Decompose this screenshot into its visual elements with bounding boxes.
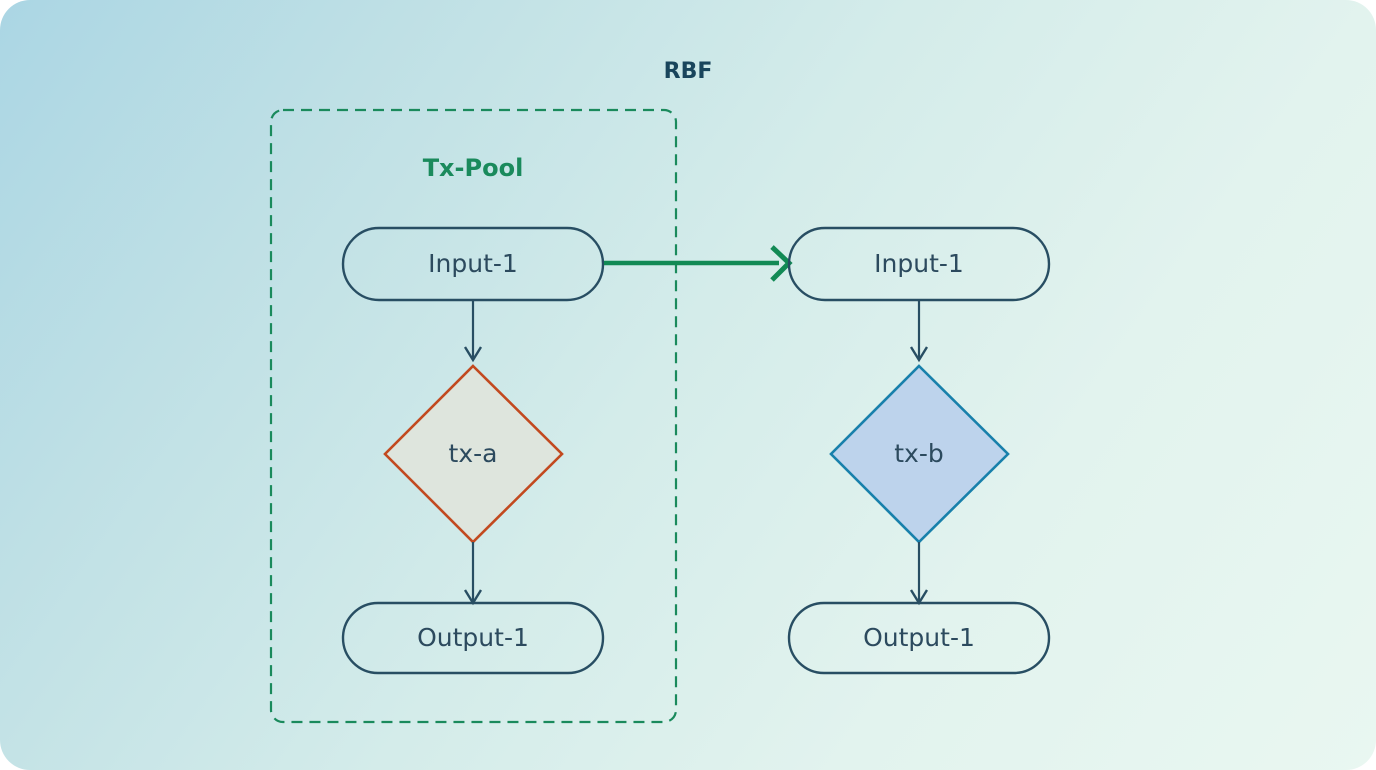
node-right-output[interactable] — [787, 601, 1051, 675]
node-right-output-label: Output-1 — [863, 623, 975, 652]
node-right-input-label: Input-1 — [874, 249, 964, 278]
node-tx-b-label: tx-b — [894, 439, 944, 468]
diagram-title: RBF — [664, 59, 713, 84]
node-tx-a-label: tx-a — [449, 439, 498, 468]
node-left-output[interactable] — [341, 601, 605, 675]
edge-left-input-to-tx-arrowhead — [463, 346, 483, 363]
tx-pool-group-label: Tx-Pool — [423, 154, 524, 182]
node-left-output-label: Output-1 — [417, 623, 529, 652]
tx-pool-group-box — [269, 108, 678, 724]
edge-right-input-to-tx-arrowhead — [909, 346, 929, 363]
node-left-input-label: Input-1 — [428, 249, 518, 278]
